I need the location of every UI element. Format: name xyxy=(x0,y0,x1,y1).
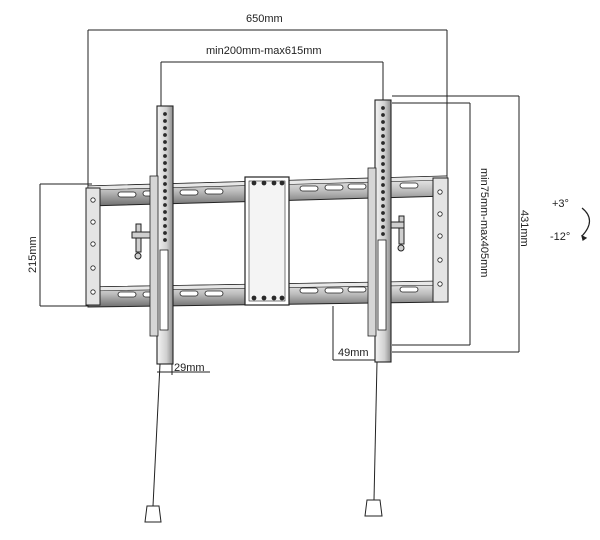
mounting-hole xyxy=(163,231,167,235)
mounting-hole xyxy=(163,112,167,116)
label-height-215: 215mm xyxy=(27,236,39,273)
mounting-hole xyxy=(163,119,167,123)
dim-stud-spacing xyxy=(160,61,384,108)
center-plate xyxy=(244,176,290,306)
mounting-hole xyxy=(381,162,385,166)
mounting-hole xyxy=(163,196,167,200)
mounting-hole xyxy=(381,218,385,222)
mounting-hole xyxy=(163,238,167,242)
mounting-hole xyxy=(163,224,167,228)
dim-overall-width xyxy=(87,29,448,190)
mounting-hole xyxy=(381,113,385,117)
mounting-hole xyxy=(381,141,385,145)
dim-vesa-range xyxy=(392,102,471,346)
mounting-hole xyxy=(381,204,385,208)
mounting-hole xyxy=(163,133,167,137)
label-tilt-down: -12° xyxy=(550,231,571,243)
mounting-hole xyxy=(163,154,167,158)
label-arm-29: 29mm xyxy=(174,362,205,374)
mounting-hole xyxy=(381,148,385,152)
mounting-hole xyxy=(163,175,167,179)
mounting-hole xyxy=(163,210,167,214)
mounting-hole xyxy=(381,155,385,159)
vertical-arm-right xyxy=(364,99,392,517)
tilt-arc xyxy=(581,207,591,241)
arm-left-holes xyxy=(163,112,167,242)
label-rail-height-431: 431mm xyxy=(518,210,530,247)
mounting-hole xyxy=(381,225,385,229)
mounting-hole xyxy=(163,217,167,221)
dim-rail-height-431 xyxy=(392,95,520,353)
mounting-hole xyxy=(163,126,167,130)
mounting-hole xyxy=(381,134,385,138)
mounting-hole xyxy=(163,168,167,172)
label-vesa-range: min75mm-max405mm xyxy=(478,168,490,278)
mounting-hole xyxy=(163,182,167,186)
mounting-hole xyxy=(163,147,167,151)
mounting-hole xyxy=(381,106,385,110)
mounting-hole xyxy=(381,176,385,180)
dim-height-215 xyxy=(39,183,92,307)
label-overall-width: 650mm xyxy=(246,13,283,25)
mounting-hole xyxy=(381,183,385,187)
mounting-hole xyxy=(163,189,167,193)
vertical-arm-left xyxy=(144,105,174,523)
mounting-hole xyxy=(381,127,385,131)
label-depth-49: 49mm xyxy=(338,347,369,359)
mounting-hole xyxy=(381,232,385,236)
mounting-hole xyxy=(381,190,385,194)
mounting-hole xyxy=(163,203,167,207)
arm-right-holes xyxy=(381,106,385,236)
label-stud-spacing: min200mm-max615mm xyxy=(206,45,322,57)
mounting-hole xyxy=(381,211,385,215)
mounting-hole xyxy=(381,169,385,173)
mounting-hole xyxy=(163,140,167,144)
label-tilt-up: +3° xyxy=(552,198,569,210)
mounting-hole xyxy=(381,120,385,124)
mounting-hole xyxy=(381,197,385,201)
mounting-hole xyxy=(163,161,167,165)
